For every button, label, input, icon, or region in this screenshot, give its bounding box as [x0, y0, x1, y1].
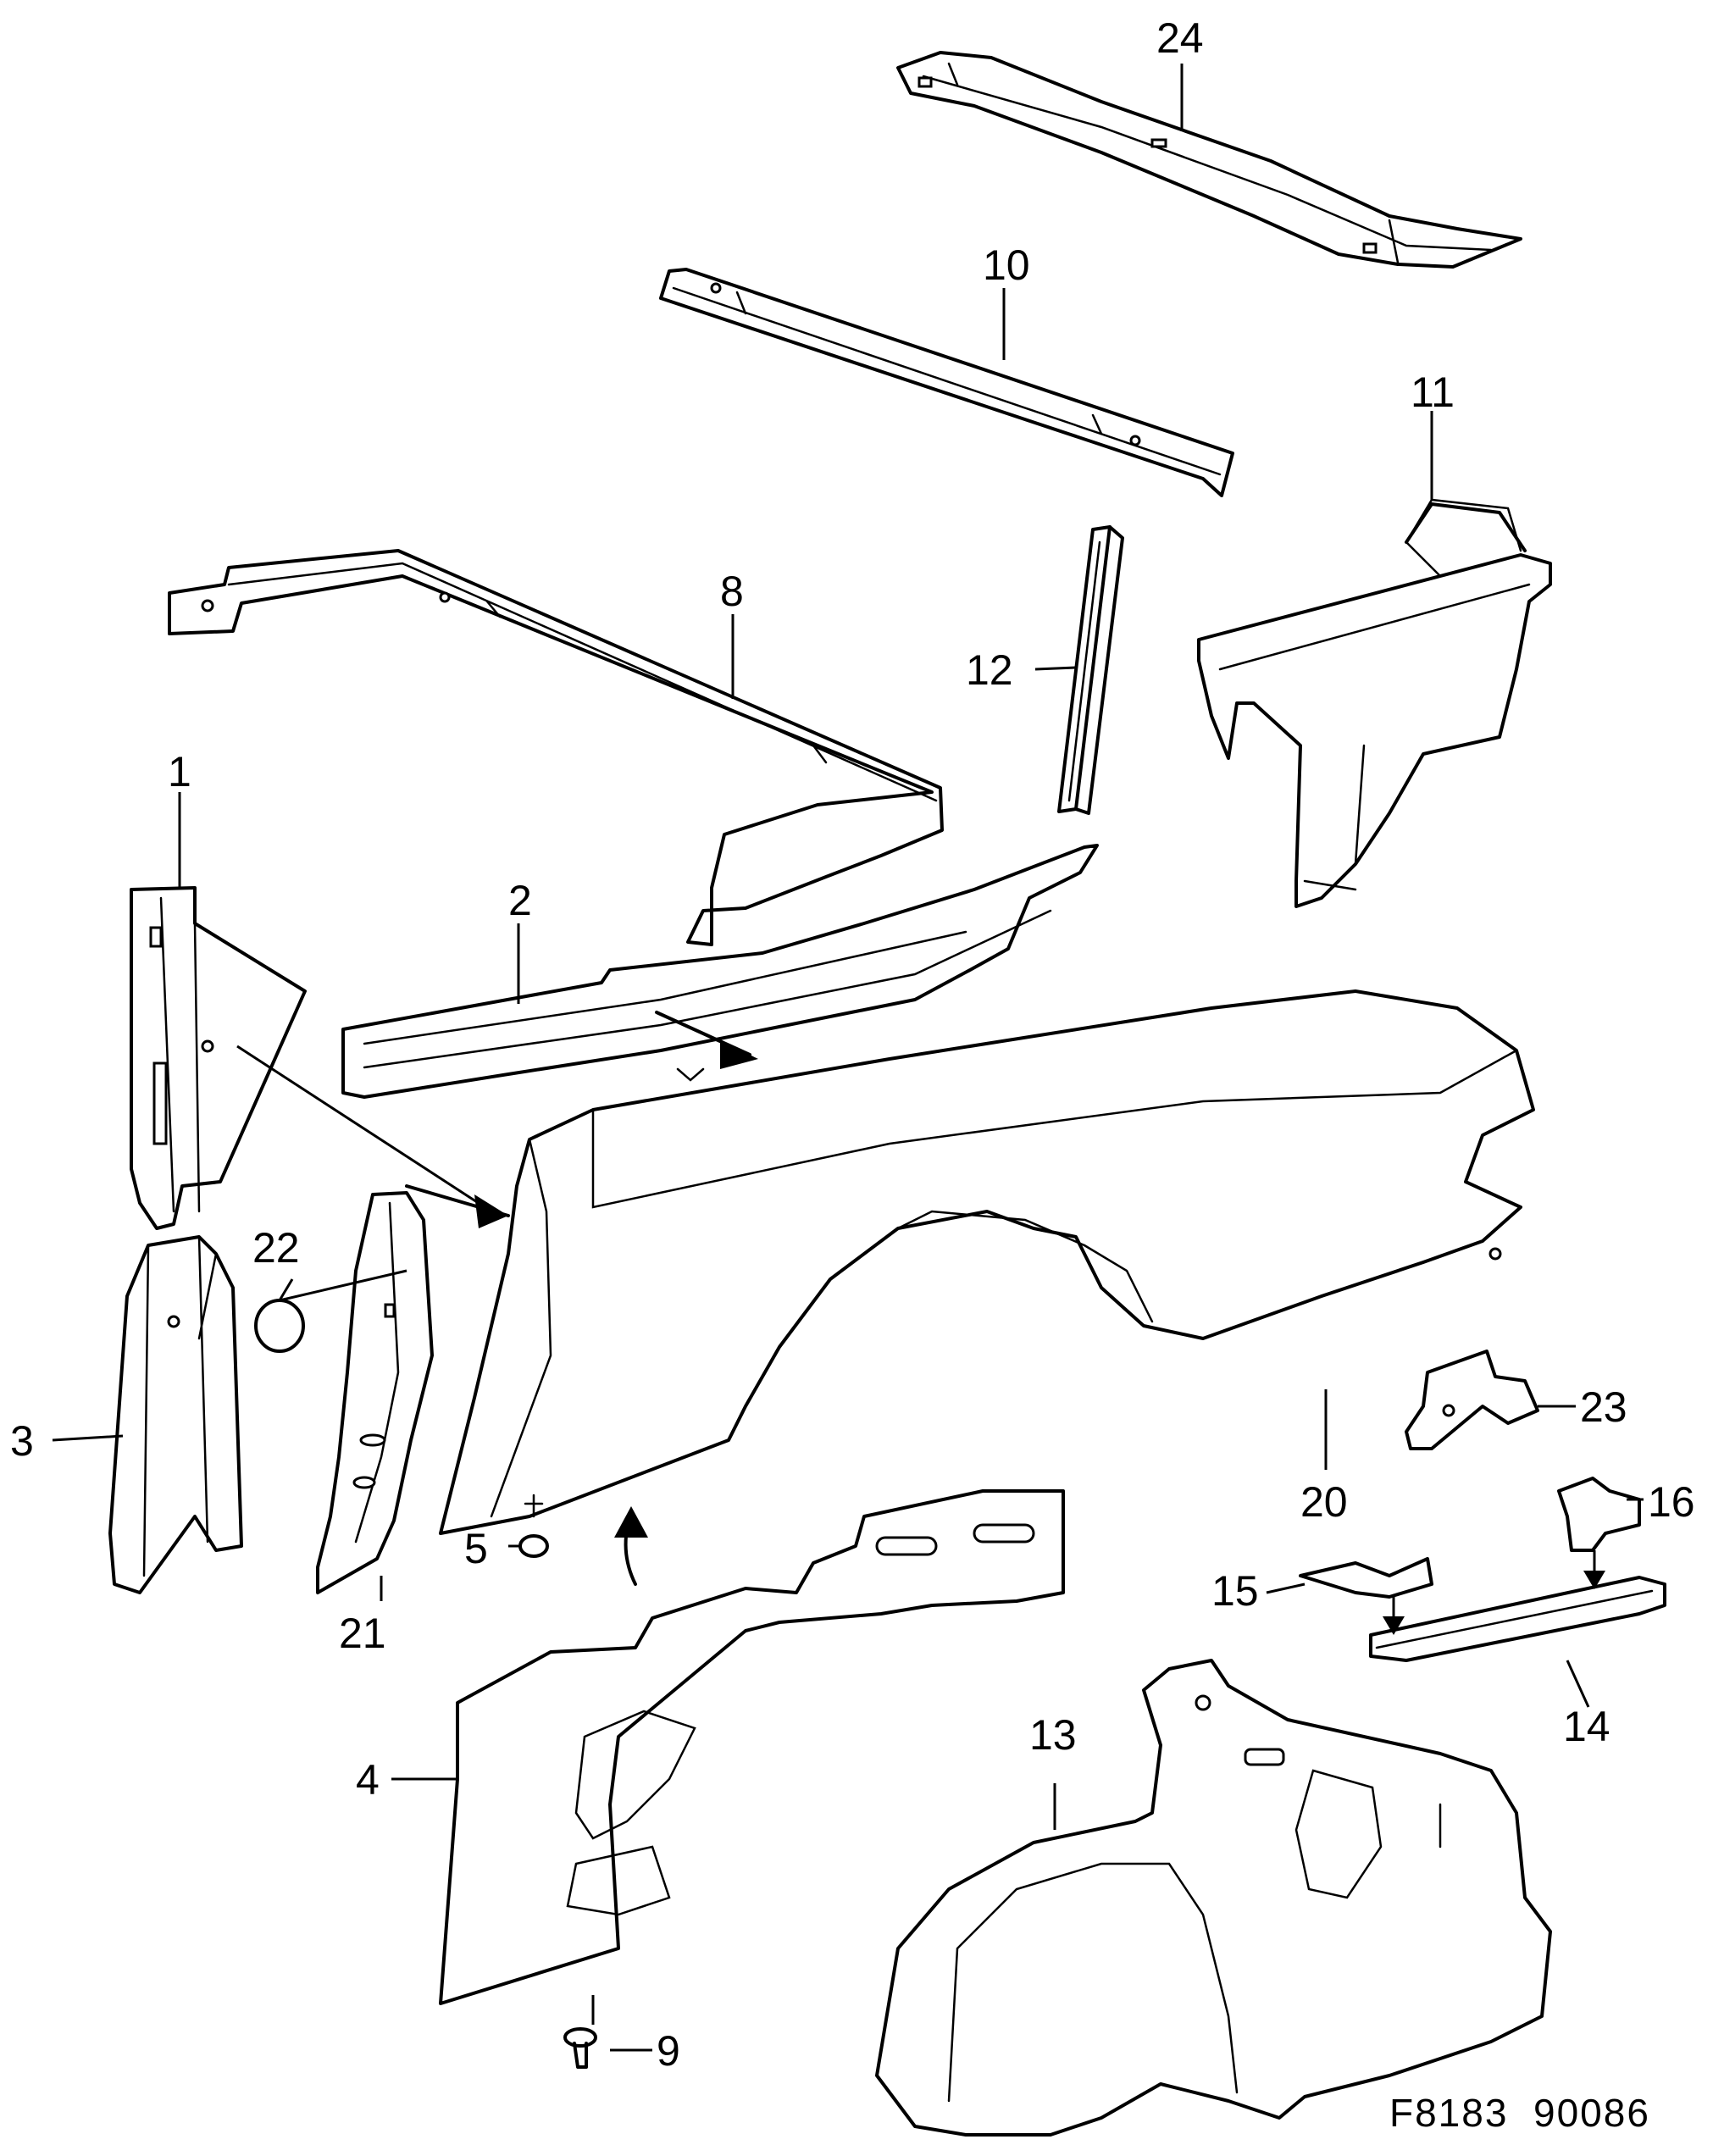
- part-14-lower-rail: [1369, 1576, 1666, 1662]
- part-23-bracket: [1405, 1350, 1539, 1450]
- callout-4: 4: [356, 1756, 380, 1804]
- callout-21: 21: [339, 1610, 386, 1657]
- part-13-inner-wheelhouse: [875, 1659, 1552, 2137]
- part-9-clip: [563, 2027, 597, 2069]
- callout-23: 23: [1580, 1383, 1627, 1431]
- callout-labels: 24 10 11 8 12 1 2 22 3 20 23 16 5 15 21 …: [10, 14, 1695, 2075]
- part-5-nut: [518, 1494, 549, 1558]
- part-16-bracket: [1557, 1477, 1641, 1552]
- part-1-pillar: [130, 886, 307, 1230]
- part-2-sill-member: [341, 844, 1099, 1099]
- part-4-inner-arch-panel: [439, 1489, 1065, 2005]
- callout-16: 16: [1648, 1478, 1695, 1526]
- part-20-quarter-panel: [439, 989, 1535, 1535]
- part-21-inner-pillar: [316, 1191, 434, 1594]
- callout-10: 10: [983, 241, 1030, 289]
- part-8-bent-rail: [168, 549, 944, 946]
- callout-1: 1: [168, 748, 191, 795]
- callout-5: 5: [464, 1525, 488, 1572]
- callout-3: 3: [10, 1417, 34, 1465]
- part-10-upper-rail: [659, 268, 1234, 497]
- part-11-rear-panel-assembly: [1197, 498, 1552, 908]
- callout-8: 8: [720, 568, 744, 615]
- callout-11: 11: [1411, 369, 1455, 416]
- callout-9: 9: [657, 2027, 680, 2075]
- callout-22: 22: [252, 1224, 300, 1272]
- part-15-plate: [1299, 1557, 1433, 1599]
- assembly-arrows: [236, 1011, 1605, 1635]
- callout-14: 14: [1563, 1703, 1610, 1750]
- callout-15: 15: [1211, 1567, 1259, 1615]
- callout-12: 12: [966, 646, 1013, 694]
- part-22-plug: [254, 1299, 305, 1353]
- leader-lines: [52, 64, 1644, 2052]
- figure-code: F8183 90086: [1389, 2091, 1650, 2135]
- part-24-roof-cross-member: [896, 51, 1522, 269]
- callout-24: 24: [1156, 14, 1204, 62]
- callout-2: 2: [508, 877, 532, 924]
- part-3-lower-pillar: [108, 1235, 243, 1594]
- callout-13: 13: [1029, 1711, 1077, 1759]
- part-12-vertical-strip: [1057, 525, 1124, 815]
- callout-20: 20: [1300, 1478, 1348, 1526]
